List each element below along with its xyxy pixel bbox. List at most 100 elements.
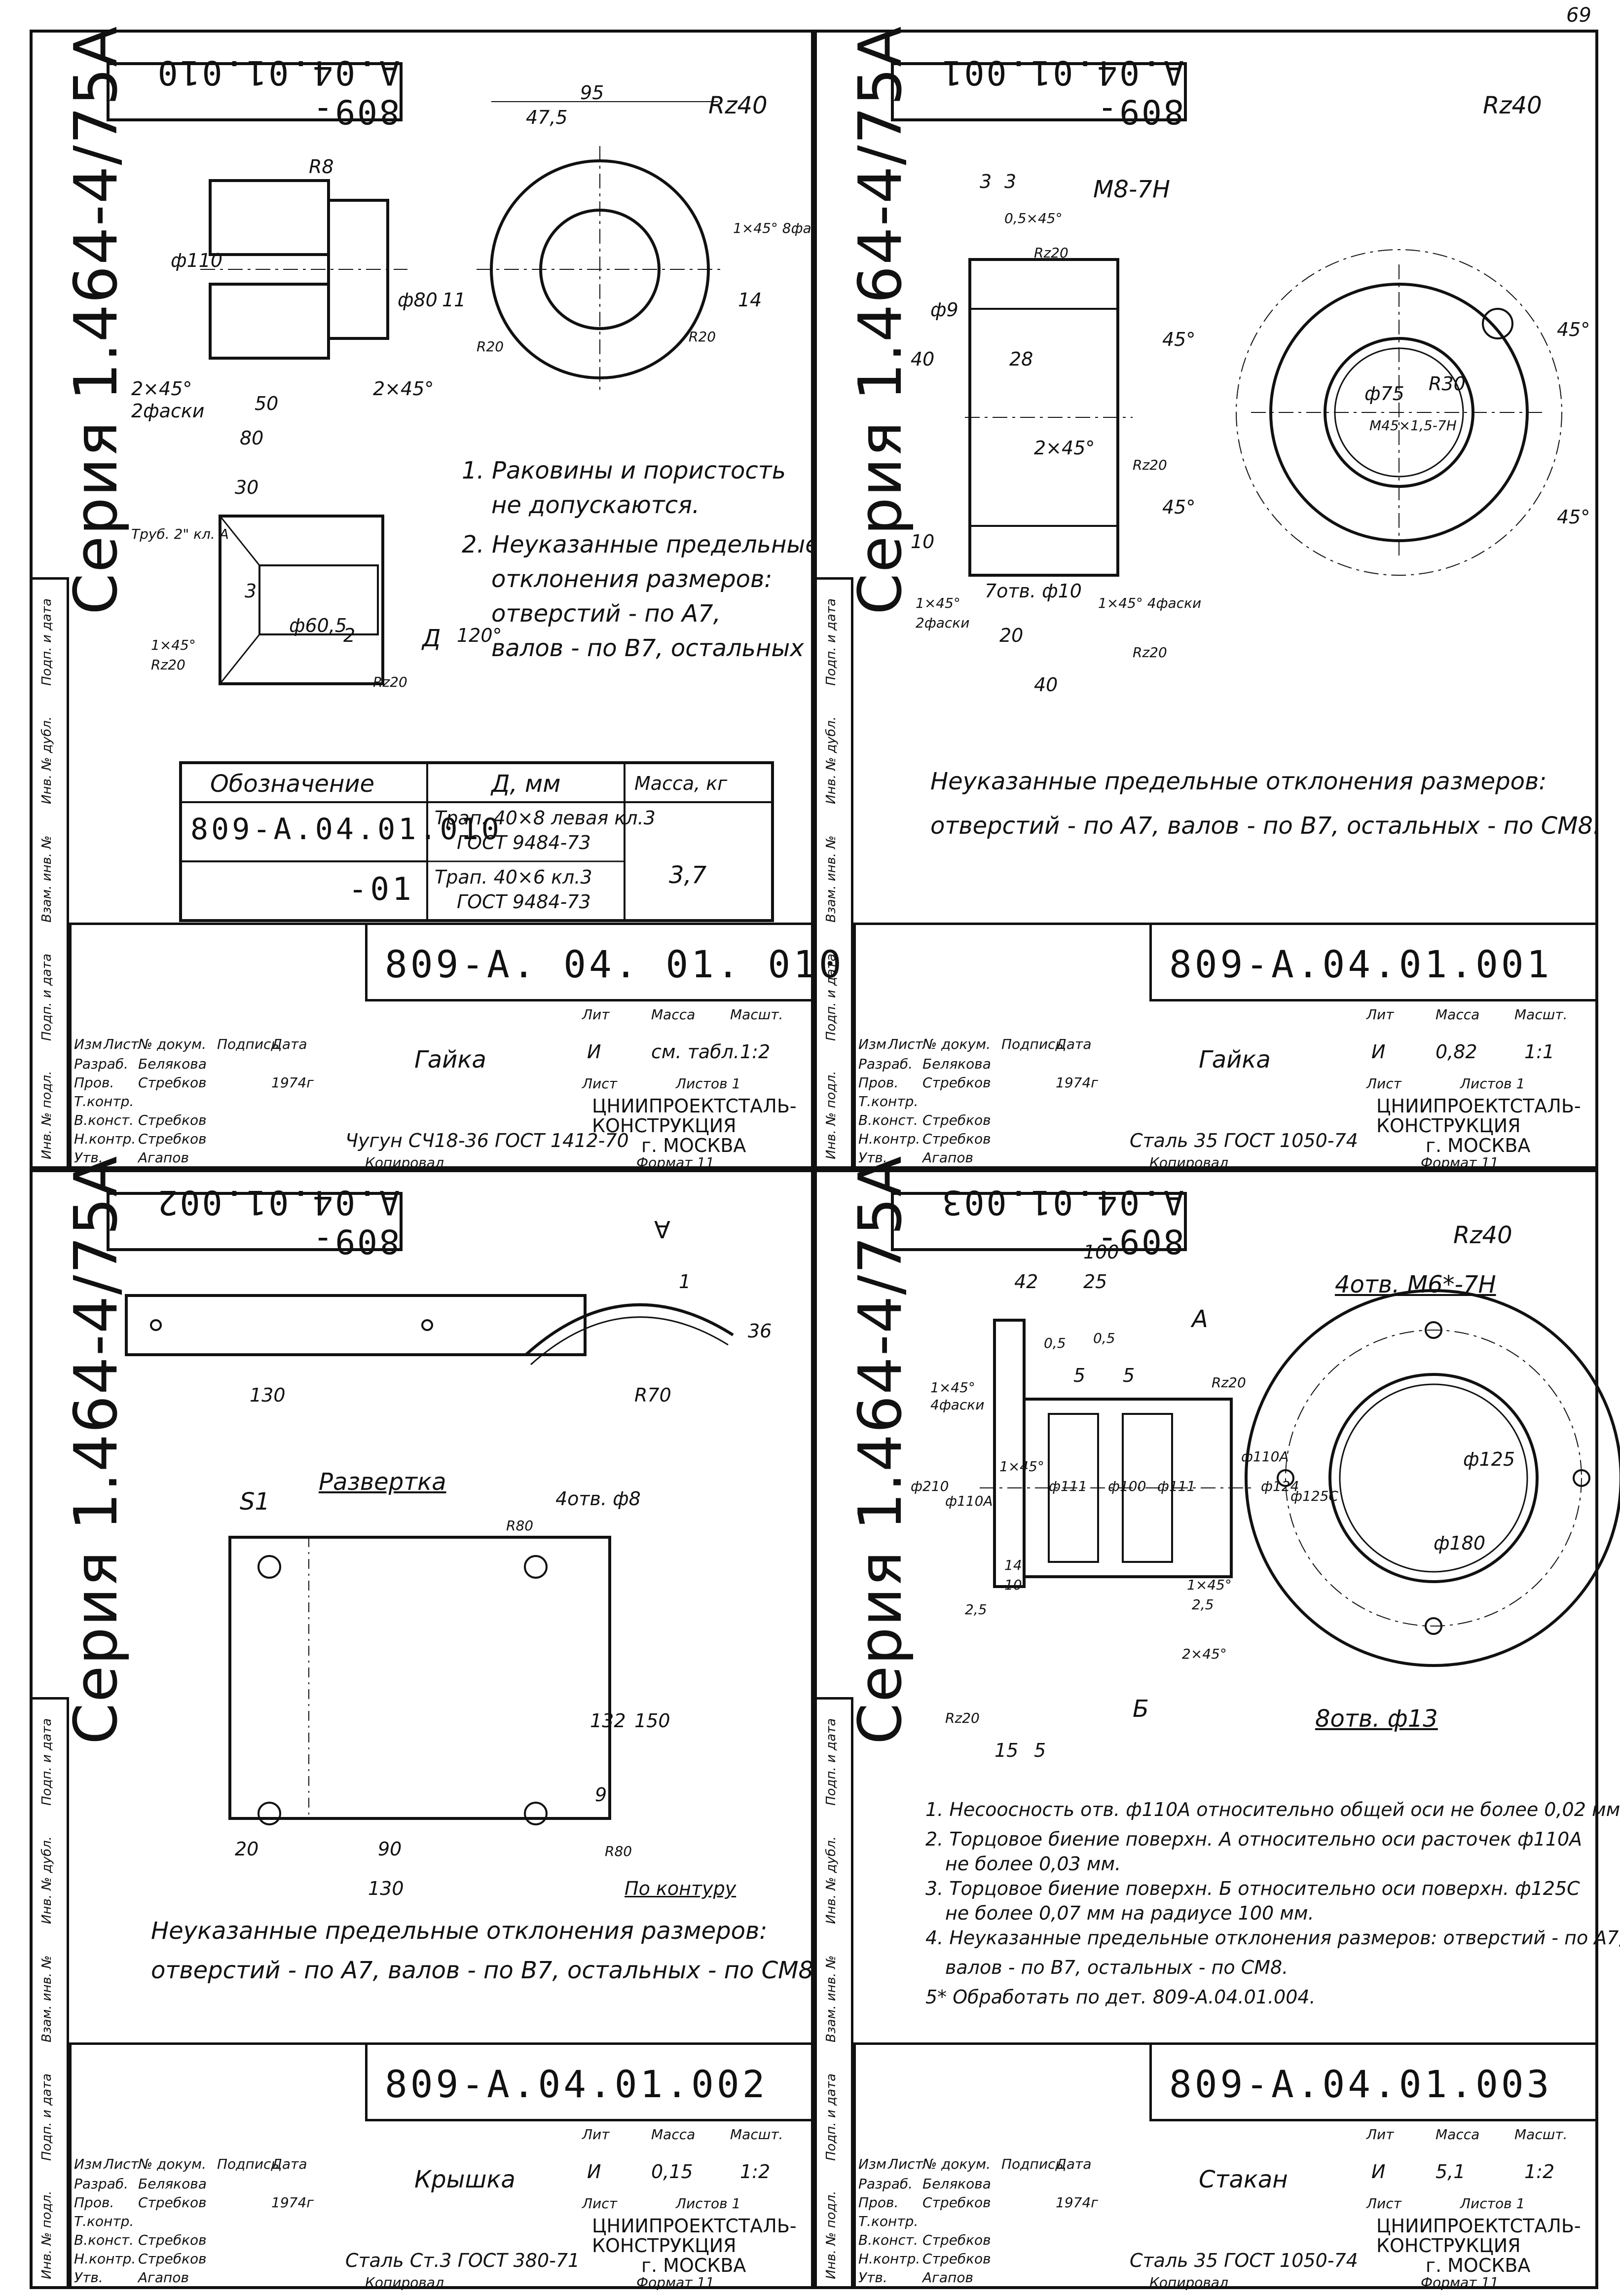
sheet-1-side-label: Взам. инв. № [39,835,54,923]
sheet-2: 809-А.04.01.001 Серия 1.464-4/75А Rz40 3… [814,25,1601,1169]
sheet-1-part-name: Гайка [414,1046,486,1074]
sheet-1-tb-role: В.конст. [74,1112,134,1128]
sheet-3-tb-name: Стребков [138,2232,207,2248]
sheet-3-tb-role: Разраб. [74,2176,129,2192]
sheet-2-side-label: Инв. № дубл. [824,716,839,804]
sheet-1-note-2: не допускаются. [491,491,700,519]
sheet-3-tb-date: 1974г [271,2194,314,2211]
sheet-1-tb-header: № докум. [138,1036,207,1052]
sheet-3-format: Формат 11 [636,2274,715,2291]
s4-dim-21: 10 [1004,1577,1022,1593]
s2-dim-15: 40 [1034,674,1058,696]
sheet-1-scale: 1:2 [740,1041,771,1063]
s4-dim-2: 25 [1083,1271,1107,1293]
s2-dim-7: 28 [1009,348,1033,370]
sheet-1-tb-role: Н.контр. [74,1131,136,1147]
sheet-3-side-strip [30,1697,69,2289]
sheet-1-org: ЦНИИПРОЕКТСТАЛЬ- [592,1095,797,1117]
s4-dim-25: 2×45° [1182,1646,1227,1662]
dim-rz20-b: Rz20 [373,674,407,690]
sheet-1-mass: см. табл. [651,1041,739,1063]
sheet-1-code-cell [365,923,814,1001]
sheet-3-tb-role: В.конст. [74,2232,134,2248]
sheet-3-lit: И [587,2161,601,2183]
s4-dim-8: 5 [1073,1365,1086,1386]
s3-dim-14: R80 [605,1843,632,1859]
sheet-1-tb-header: Дата [271,1036,307,1052]
sheet-3-tb-name: Стребков [138,2251,207,2267]
s2-dim-14: 20 [999,625,1024,646]
sheet-3-sheet-h: Лист [582,2195,617,2212]
sheet-3-tb-role: Утв. [74,2269,103,2286]
sheet-2-mass: 0,82 [1436,1041,1477,1063]
dim-D: Д [422,625,441,652]
sheet-4-note-3: не более 0,03 мм. [945,1853,1121,1875]
sheet-4-side-label: Инв. № дубл. [824,1836,839,1924]
s3-dim-3: R70 [634,1384,671,1406]
sheet-2-tb-name: Белякова [922,1056,991,1072]
s2-dim-22: ф75 [1364,383,1404,405]
dim-d60-5: ф60,5 [289,615,347,636]
sheet-4-sheet-h: Лист [1366,2195,1401,2212]
sheet-2-tb-role: Разраб. [858,1056,913,1072]
sheet-2-scale-h: Масшт. [1514,1006,1568,1023]
sheet-1-lit-h: Лит [582,1006,610,1023]
dim-d110: ф110 [171,250,223,271]
s4-dim-30: 4отв. М6*-7Н [1335,1271,1496,1298]
sheet-4-side-label: Инв. № подл. [824,2190,839,2279]
s4-dim-32: ф180 [1434,1532,1486,1554]
sheet-1-tb-role: Т.контр. [74,1093,134,1110]
s2-dim-13: 2фаски [916,615,970,631]
sheet-4-tb-date: 1974г [1056,2194,1098,2211]
dim-2x45: 2×45° [131,378,192,400]
sheet-2-roughness: Rz40 [1483,92,1542,119]
dim-3: 3 [245,580,257,602]
s2-dim-1: 3 [1004,171,1017,192]
sheet-3-tb-header: № докум. [138,2156,207,2172]
sheet-2-side-label: Инв. № подл. [824,1071,839,1159]
sheet-4-sheets-h: Листов 1 [1460,2195,1525,2212]
sheet-2-note-2: отверстий - по А7, валов - по В7, осталь… [930,812,1601,840]
s3-dim-2: 36 [748,1320,772,1342]
table-r1c1: 809-А.04.01.010 [190,812,502,847]
sheet-1-tb-role: Утв. [74,1149,103,1166]
sheet-3-tb-header: Дата [271,2156,307,2172]
table-r1c2b: ГОСТ 9484-73 [457,832,591,853]
sheet-3-tb-name: Стребков [138,2194,207,2211]
sheet-2-side-label: Подп. и дата [824,598,839,686]
s4-dim-11: 1×45° [999,1458,1044,1475]
sheet-1-scale-h: Масшт. [730,1006,783,1023]
s2-dim-20: 45° [1162,496,1196,518]
s4-dim-5: 0,5 [1093,1330,1115,1346]
sheet-1-tb-header: Изм [74,1036,102,1052]
s4-dim-19: ф125С [1290,1488,1338,1504]
sheet-1-tb-header: Лист [104,1036,139,1052]
sheet-2-part-name: Гайка [1199,1046,1271,1074]
sheet-3-tb-role: Т.контр. [74,2213,134,2229]
sheet-2-tb-date: 1974г [1056,1074,1098,1091]
sheet-2-org: ЦНИИПРОЕКТСТАЛЬ- [1376,1095,1581,1117]
sheet-3-org: г. МОСКВА [641,2255,746,2276]
sheet-4-tb-name: Стребков [922,2251,991,2267]
sheet-3-code-cell [365,2042,814,2121]
sheet-3-scale: 1:2 [740,2161,771,2183]
sheet-1-tb-role: Разраб. [74,1056,129,1072]
sheet-2-material: Сталь 35 ГОСТ 1050-74 [1130,1130,1358,1151]
s3-dim-9: 150 [634,1710,670,1732]
s3-dim-12: 90 [378,1838,402,1860]
s4-dim-15: ф100 [1108,1478,1146,1494]
sheet-4-lit: И [1371,2161,1386,2183]
sheet-4-org: КОНСТРУКЦИЯ [1376,2235,1521,2257]
sheet-1-side-label: Инв. № подл. [39,1071,54,1159]
sheet-4-tb-role: Пров. [858,2194,899,2211]
sheet-3-tb-name: Белякова [138,2176,207,2192]
sheet-4-drawing [980,1289,1620,1667]
sheet-2-tb-header: № докум. [922,1036,991,1052]
s4-dim-28: 15 [994,1740,1019,1761]
sheet-4-note-4: 3. Торцовое биение поверхн. Б относитель… [925,1878,1580,1899]
sheet-2-tb-header: Изм [858,1036,886,1052]
s2-dim-12: 1×45° [916,595,960,611]
sheet-1-sheet-h: Лист [582,1075,617,1092]
sheet-4-tb-header: Подпись [1001,2156,1064,2172]
dim-50: 50 [255,393,279,414]
